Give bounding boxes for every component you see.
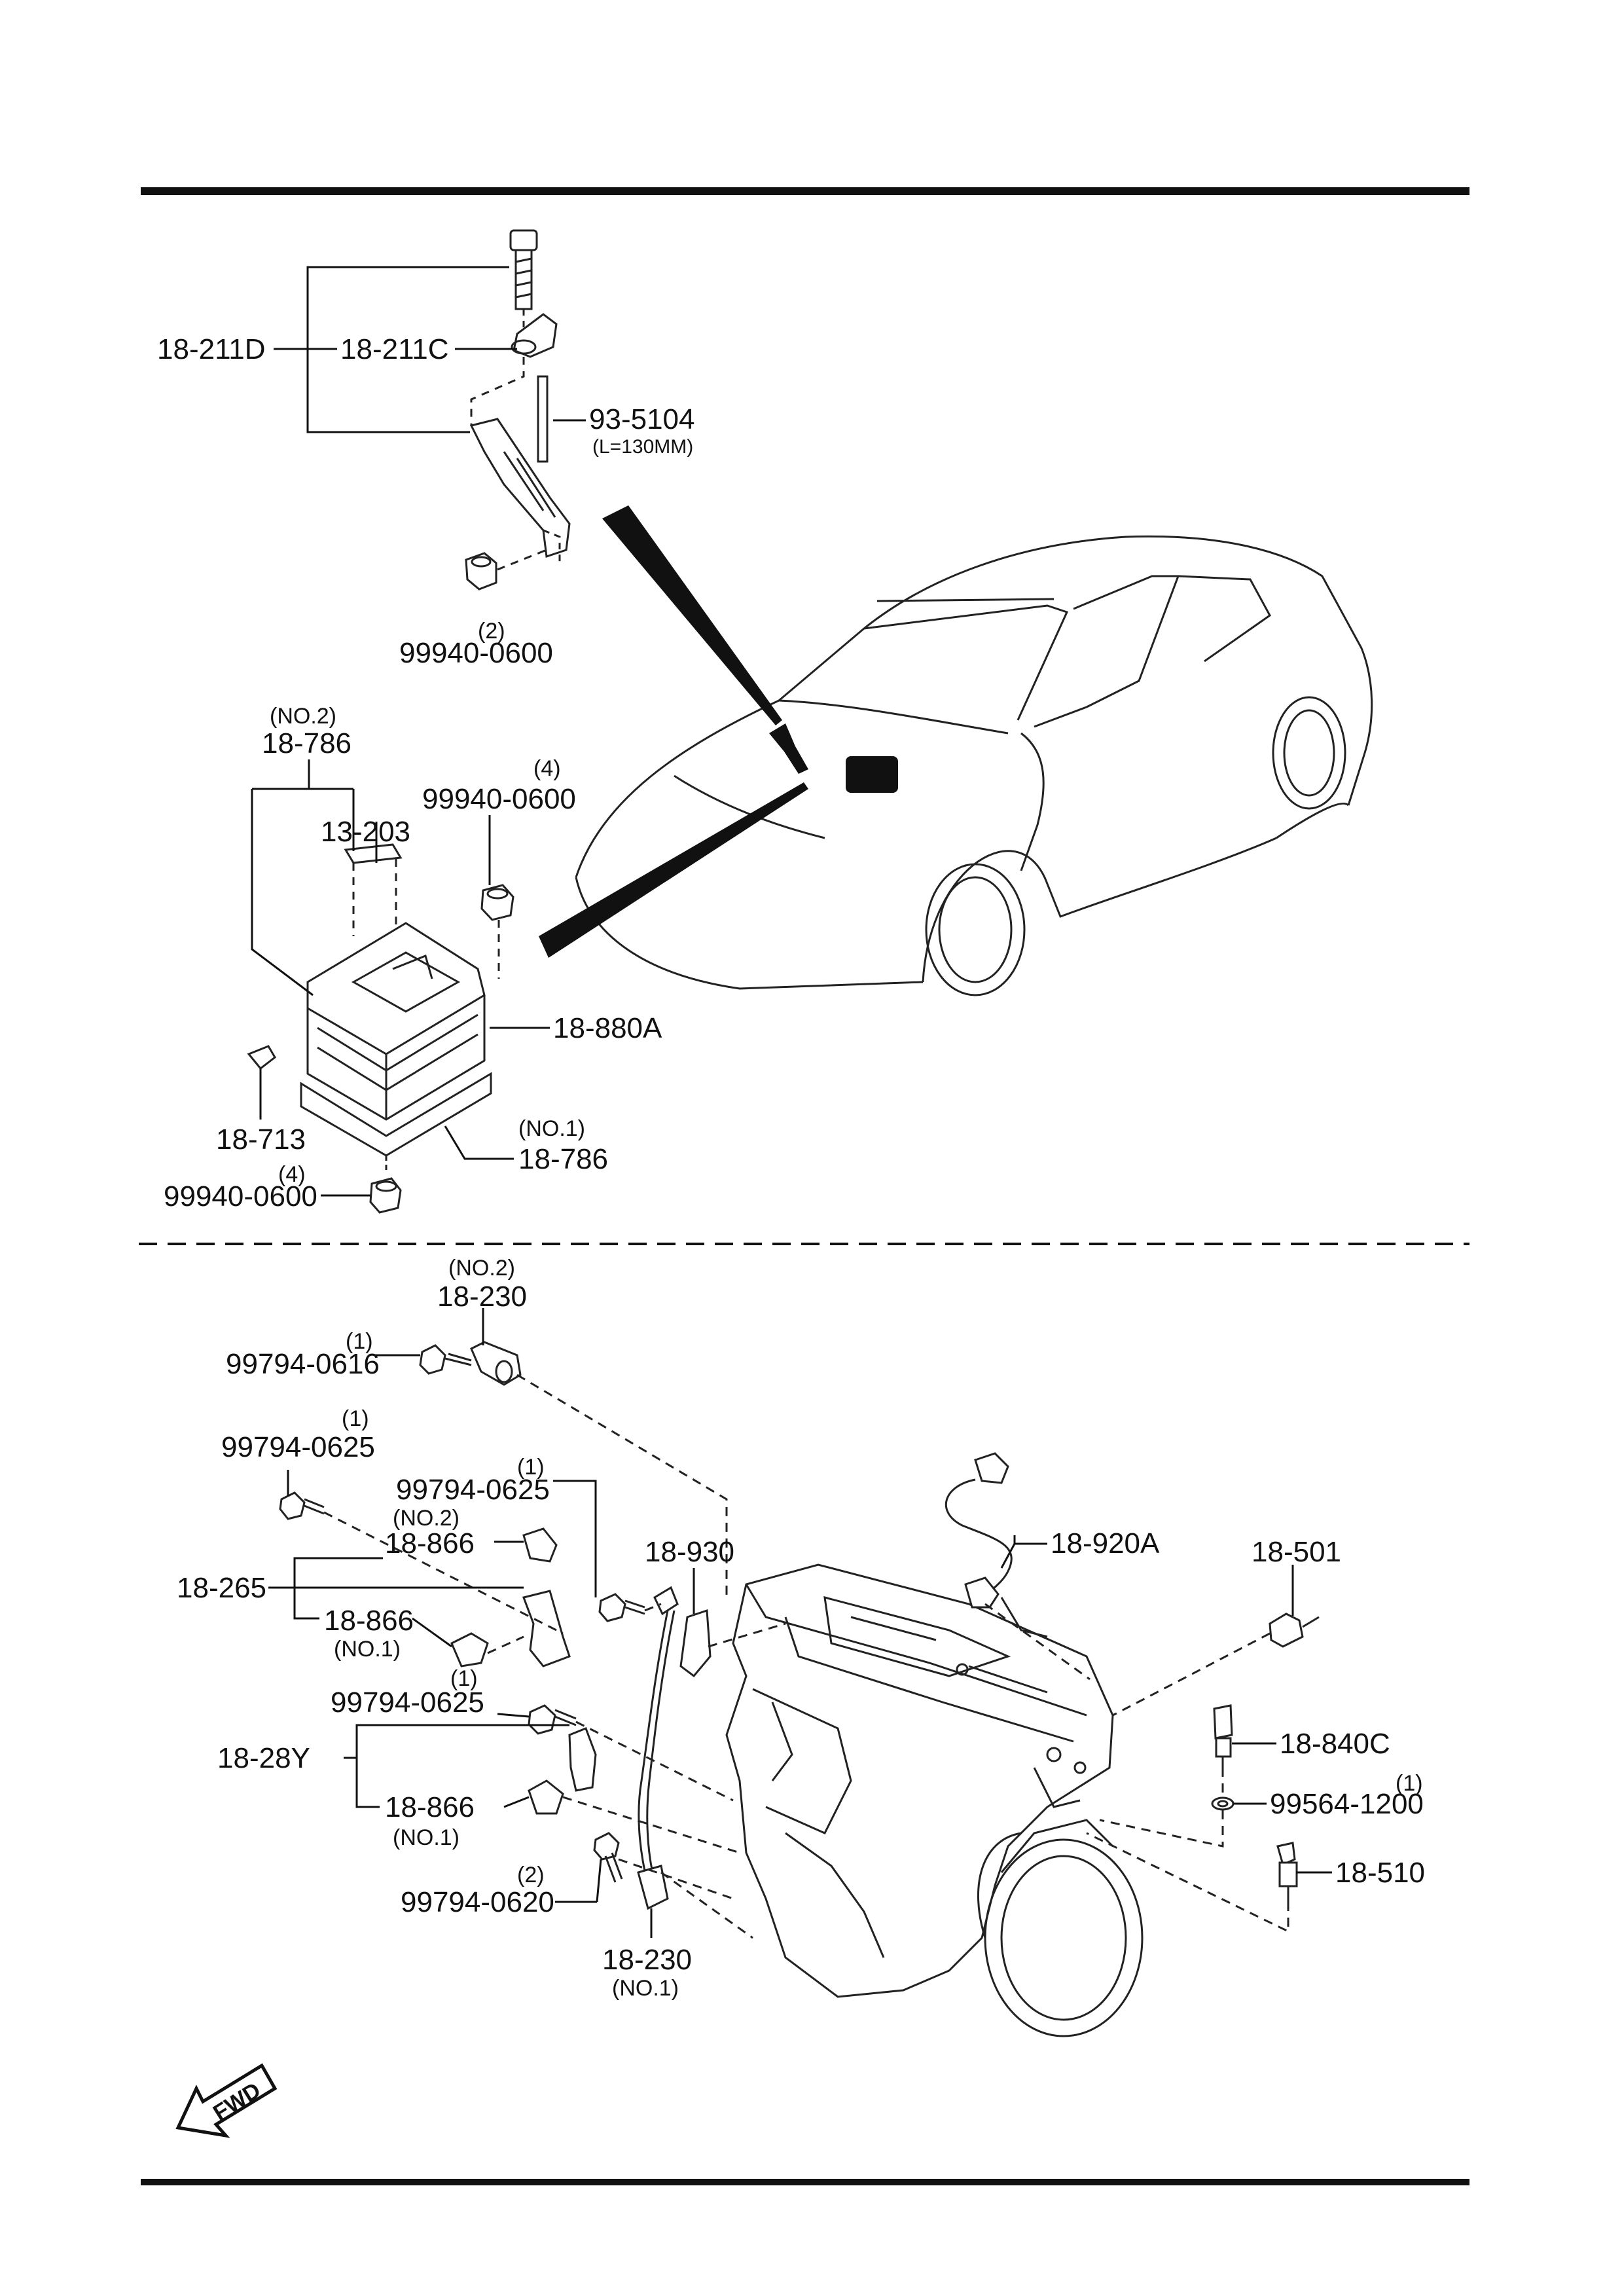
label-13-203: 13-203	[321, 816, 410, 848]
label-18-866-no2-note: (NO.2)	[393, 1506, 460, 1531]
sensor-location-marker	[769, 723, 808, 774]
label-99794-0625b-qty: (1)	[517, 1455, 545, 1480]
vehicle-outline	[575, 535, 1373, 996]
camshaft-sensor-assembly	[465, 229, 571, 591]
label-99564-1200: 99564-1200	[1270, 1788, 1424, 1820]
ecu-location-marker	[846, 756, 898, 793]
label-18-501: 18-501	[1252, 1536, 1341, 1568]
label-93-5104-length: (L=130MM)	[592, 436, 693, 458]
label-18-230-no2-note: (NO.2)	[448, 1256, 515, 1281]
label-18-840C: 18-840C	[1280, 1728, 1390, 1760]
label-18-28Y: 18-28Y	[217, 1742, 310, 1774]
label-99940-0600-mid: 99940-0600	[422, 783, 576, 815]
label-18-866-no1b-note: (NO.1)	[393, 1825, 460, 1850]
leaders-mid	[251, 759, 550, 1197]
label-18-230-no2: 18-230	[437, 1281, 527, 1313]
label-18-211C: 18-211C	[340, 333, 449, 365]
label-18-880A: 18-880A	[553, 1012, 662, 1044]
label-18-211D: 18-211D	[157, 333, 266, 365]
label-99564-1200-qty: (1)	[1396, 1771, 1423, 1796]
label-18-866-no1b: 18-866	[385, 1791, 475, 1823]
label-18-866-no2: 18-866	[385, 1527, 475, 1559]
label-18-786-no2-note: (NO.2)	[270, 704, 336, 729]
label-18-920A: 18-920A	[1051, 1527, 1160, 1559]
label-18-510: 18-510	[1335, 1857, 1425, 1889]
label-18-713: 18-713	[216, 1123, 306, 1156]
label-99940-0600-mid-qty: (4)	[533, 756, 561, 781]
label-18-866-no1a: 18-866	[324, 1605, 414, 1637]
label-18-265: 18-265	[177, 1572, 266, 1604]
pointer-arrow-ecu	[539, 782, 808, 958]
dashed-leaders-bottom	[323, 1374, 1289, 1939]
label-99794-0620-qty: (2)	[517, 1863, 545, 1887]
label-99794-0625c: 99794-0625	[331, 1686, 484, 1719]
leaders-bottom	[268, 1308, 1332, 1938]
engine-block	[725, 1563, 1144, 2037]
label-93-5104: 93-5104	[589, 403, 694, 435]
label-99794-0616-qty: (1)	[346, 1329, 373, 1354]
label-99940-0600-bot: 99940-0600	[164, 1180, 317, 1212]
label-18-930: 18-930	[645, 1536, 734, 1568]
ecu-assembly	[247, 843, 514, 1214]
label-99794-0616: 99794-0616	[226, 1348, 380, 1380]
label-99794-0625b: 99794-0625	[396, 1474, 550, 1506]
label-18-230-no1-note: (NO.1)	[612, 1976, 679, 2001]
label-99794-0625a-qty: (1)	[342, 1406, 369, 1431]
bottom-rule	[141, 2179, 1469, 2185]
label-18-230-no1: 18-230	[602, 1944, 692, 1976]
label-18-786-no1: 18-786	[518, 1143, 608, 1175]
label-99940-0600-bot-qty: (4)	[278, 1162, 306, 1187]
top-rule	[141, 187, 1469, 195]
fwd-arrow: FWD	[175, 2063, 278, 2138]
leaders-top	[274, 266, 586, 433]
label-18-786-no2: 18-786	[262, 727, 351, 759]
pointer-arrow-sensor	[602, 505, 782, 725]
label-99940-0600-top: 99940-0600	[399, 637, 553, 669]
label-18-866-no1a-note: (NO.1)	[334, 1637, 401, 1662]
label-99940-0600-top-qty: (2)	[478, 619, 505, 644]
label-18-786-no1-note: (NO.1)	[518, 1116, 585, 1141]
label-99794-0625c-qty: (1)	[450, 1666, 478, 1691]
label-99794-0625a: 99794-0625	[221, 1431, 375, 1463]
label-99794-0620: 99794-0620	[401, 1886, 554, 1918]
